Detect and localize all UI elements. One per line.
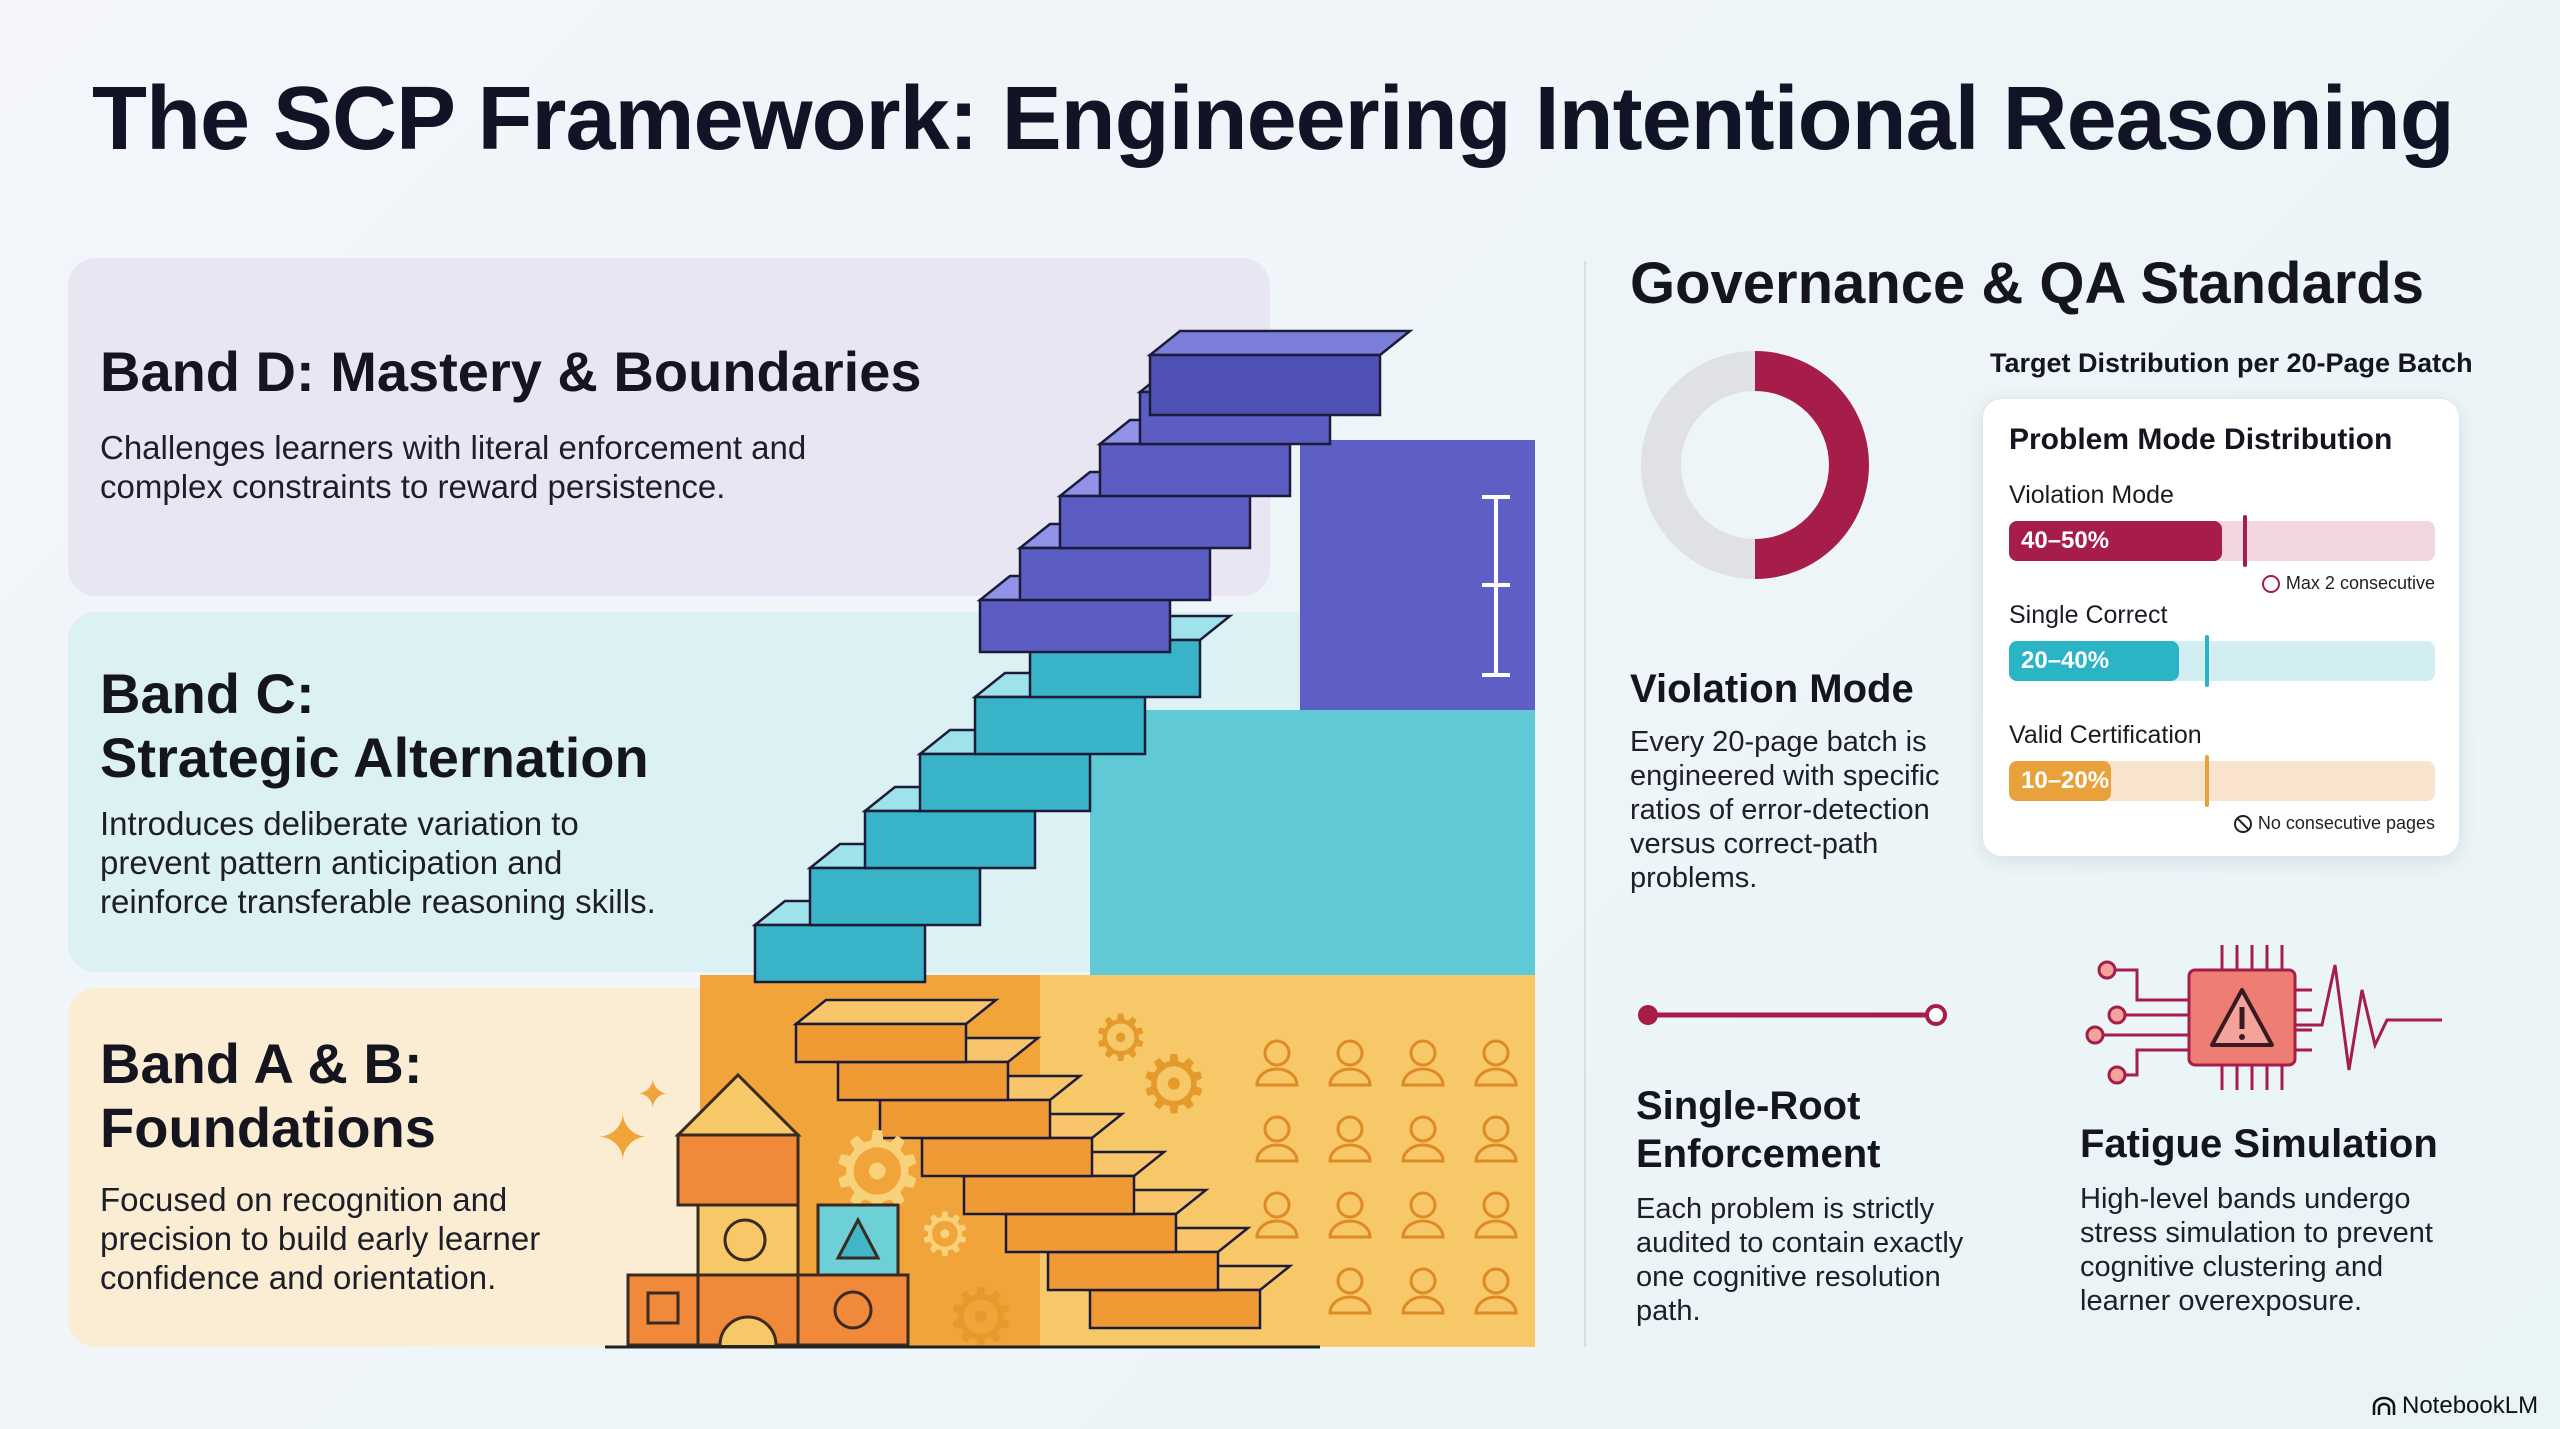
text-line: Enforcement: [1636, 1132, 1881, 1176]
distribution-bar-fill: 10–20%: [2009, 761, 2112, 801]
band-c-body: Introduces deliberate variation to preve…: [100, 804, 656, 921]
text-line: reinforce transferable reasoning skills.: [100, 883, 656, 920]
distribution-bar: 20–40%: [2009, 635, 2435, 687]
band-d-panel: Band D: Mastery & Boundaries Challenges …: [68, 258, 1270, 596]
text-line: audited to contain exactly: [1636, 1227, 1964, 1259]
card-title: Problem Mode Distribution: [2009, 423, 2393, 456]
violation-mode-section: Violation Mode Every 20-page batch is en…: [1630, 665, 1960, 895]
fatigue-body: High-level bands undergo stress simulati…: [2080, 1182, 2480, 1318]
note-text: No consecutive pages: [2257, 813, 2435, 833]
row-label: Violation Mode: [2009, 481, 2174, 509]
band-d-body: Challenges learners with literal enforce…: [100, 428, 806, 506]
text-line: path.: [1636, 1295, 1701, 1327]
divider: [1584, 261, 1586, 1347]
row-note: No consecutive pages: [2233, 813, 2435, 834]
text-line: problems.: [1630, 862, 1758, 894]
distribution-bar-fill: 40–50%: [2009, 521, 2222, 561]
fatigue-simulation-section: Fatigue Simulation High-level bands unde…: [2080, 1120, 2480, 1318]
distribution-bar-fill: 20–40%: [2009, 641, 2180, 681]
text-line: confidence and orientation.: [100, 1259, 497, 1296]
single-root-heading: Single-Root Enforcement: [1636, 1082, 2016, 1178]
text-line: precision to build early learner: [100, 1220, 541, 1257]
fatigue-heading: Fatigue Simulation: [2080, 1122, 2438, 1166]
note-text: Max 2 consecutive: [2285, 573, 2435, 593]
text-line: Band C:: [100, 662, 315, 725]
problem-mode-distribution-card: Problem Mode Distribution Violation Mode…: [1982, 398, 2460, 857]
text-line: one cognitive resolution: [1636, 1261, 1941, 1293]
text-line: cognitive clustering and: [2080, 1251, 2384, 1283]
notebooklm-logo-icon: [2372, 1396, 2396, 1415]
row-label: Valid Certification: [2009, 721, 2202, 749]
brand-label: NotebookLM: [2402, 1392, 2539, 1419]
text-line: High-level bands undergo: [2080, 1183, 2411, 1215]
text-line: complex constraints to reward persistenc…: [100, 468, 726, 505]
threshold-marker: [2204, 635, 2209, 687]
threshold-marker: [2243, 515, 2248, 567]
text-line: learner overexposure.: [2080, 1285, 2363, 1317]
band-c-heading: Band C: Strategic Alternation: [100, 662, 649, 790]
warning-chip-icon: [2085, 945, 2442, 1090]
text-line: versus correct-path: [1630, 828, 1879, 860]
violation-mode-heading: Violation Mode: [1630, 667, 1914, 711]
no-entry-icon: [2233, 814, 2252, 833]
text-line: Focused on recognition and: [100, 1181, 508, 1218]
notebooklm-brand: NotebookLM: [2372, 1392, 2538, 1420]
target-distribution-label: Target Distribution per 20-Page Batch: [1990, 348, 2473, 378]
text-line: stress simulation to prevent: [2080, 1217, 2433, 1249]
text-line: Single-Root: [1636, 1084, 1861, 1128]
donut-violation-slice: [1754, 351, 1869, 579]
single-root-line-icon: [1638, 1004, 1947, 1026]
text-line: Every 20-page batch is: [1630, 726, 1927, 758]
page-title: The SCP Framework: Engineering Intention…: [92, 69, 2455, 169]
row-label: Single Correct: [2009, 601, 2168, 629]
band-d-heading: Band D: Mastery & Boundaries: [100, 340, 922, 403]
text-line: ratios of error-detection: [1630, 794, 1930, 826]
text-line: Challenges learners with literal enforce…: [100, 429, 807, 466]
violation-donut-chart: [1641, 351, 1869, 579]
single-root-section: Single-Root Enforcement Each problem is …: [1636, 1082, 2016, 1328]
text-line: prevent pattern anticipation and: [100, 844, 563, 881]
band-c-panel: Band C: Strategic Alternation Introduces…: [68, 612, 1535, 972]
text-line: Band A & B:: [100, 1032, 423, 1095]
row-note: Max 2 consecutive: [2261, 573, 2435, 594]
single-root-body: Each problem is strictly audited to cont…: [1636, 1192, 2016, 1328]
distribution-bar: 40–50%: [2009, 515, 2435, 567]
band-ab-heading: Band A & B: Foundations: [100, 1032, 436, 1160]
text-line: Each problem is strictly: [1636, 1193, 1935, 1225]
distribution-bar: 10–20%: [2009, 755, 2435, 807]
threshold-marker: [2204, 755, 2209, 807]
text-line: Introduces deliberate variation to: [100, 805, 579, 842]
governance-title: Governance & QA Standards: [1630, 251, 2424, 316]
text-line: engineered with specific: [1630, 760, 1940, 792]
clock-icon: [2261, 574, 2280, 593]
band-ab-panel: Band A & B: Foundations Focused on recog…: [68, 988, 1535, 1347]
text-line: Strategic Alternation: [100, 726, 649, 789]
violation-mode-body: Every 20-page batch is engineered with s…: [1630, 725, 1960, 895]
band-ab-body: Focused on recognition and precision to …: [100, 1180, 540, 1297]
text-line: Foundations: [100, 1096, 436, 1159]
